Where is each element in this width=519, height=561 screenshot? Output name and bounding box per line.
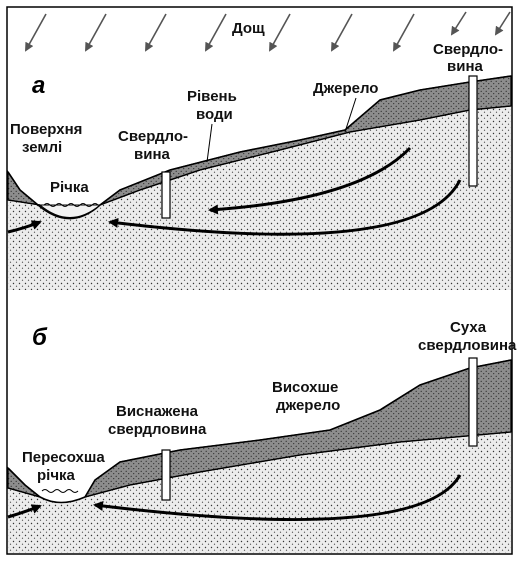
dried-river-label-line2: річка bbox=[37, 467, 76, 484]
dried-river-label-line1: Пересохша bbox=[22, 449, 105, 466]
dried-spring-label-line2: джерело bbox=[276, 397, 340, 414]
panel-a-letter: а bbox=[32, 72, 45, 99]
water-level-label-line2: води bbox=[196, 106, 233, 123]
well-right-a bbox=[469, 76, 477, 186]
river-label: Річка bbox=[50, 179, 89, 196]
well-left-a bbox=[162, 172, 170, 218]
well-left-label-line2: вина bbox=[134, 146, 171, 163]
well-dry-b bbox=[469, 358, 477, 446]
spring-label: Джерело bbox=[313, 80, 378, 97]
depleted-well-label-line1: Виснажена bbox=[116, 403, 199, 420]
well-right-label-line2: вина bbox=[447, 58, 484, 75]
well-left-label-line1: Свердло- bbox=[118, 128, 188, 145]
rain-label: Дощ bbox=[232, 20, 265, 37]
panel-b-letter: б bbox=[32, 324, 48, 351]
surface-label-line2: землі bbox=[22, 139, 62, 156]
depleted-well-label-line2: свердловина bbox=[108, 421, 207, 438]
dry-well-label-line2: свердловина bbox=[418, 337, 517, 354]
panel-divider bbox=[8, 290, 511, 310]
well-right-label-line1: Свердло- bbox=[433, 41, 503, 58]
surface-label-line1: Поверхня bbox=[10, 121, 82, 138]
dry-well-label-line1: Суха bbox=[450, 319, 487, 336]
water-level-label-line1: Рівень bbox=[187, 88, 237, 105]
dried-spring-label-line1: Висохше bbox=[272, 379, 338, 396]
well-depleted-b bbox=[162, 450, 170, 500]
